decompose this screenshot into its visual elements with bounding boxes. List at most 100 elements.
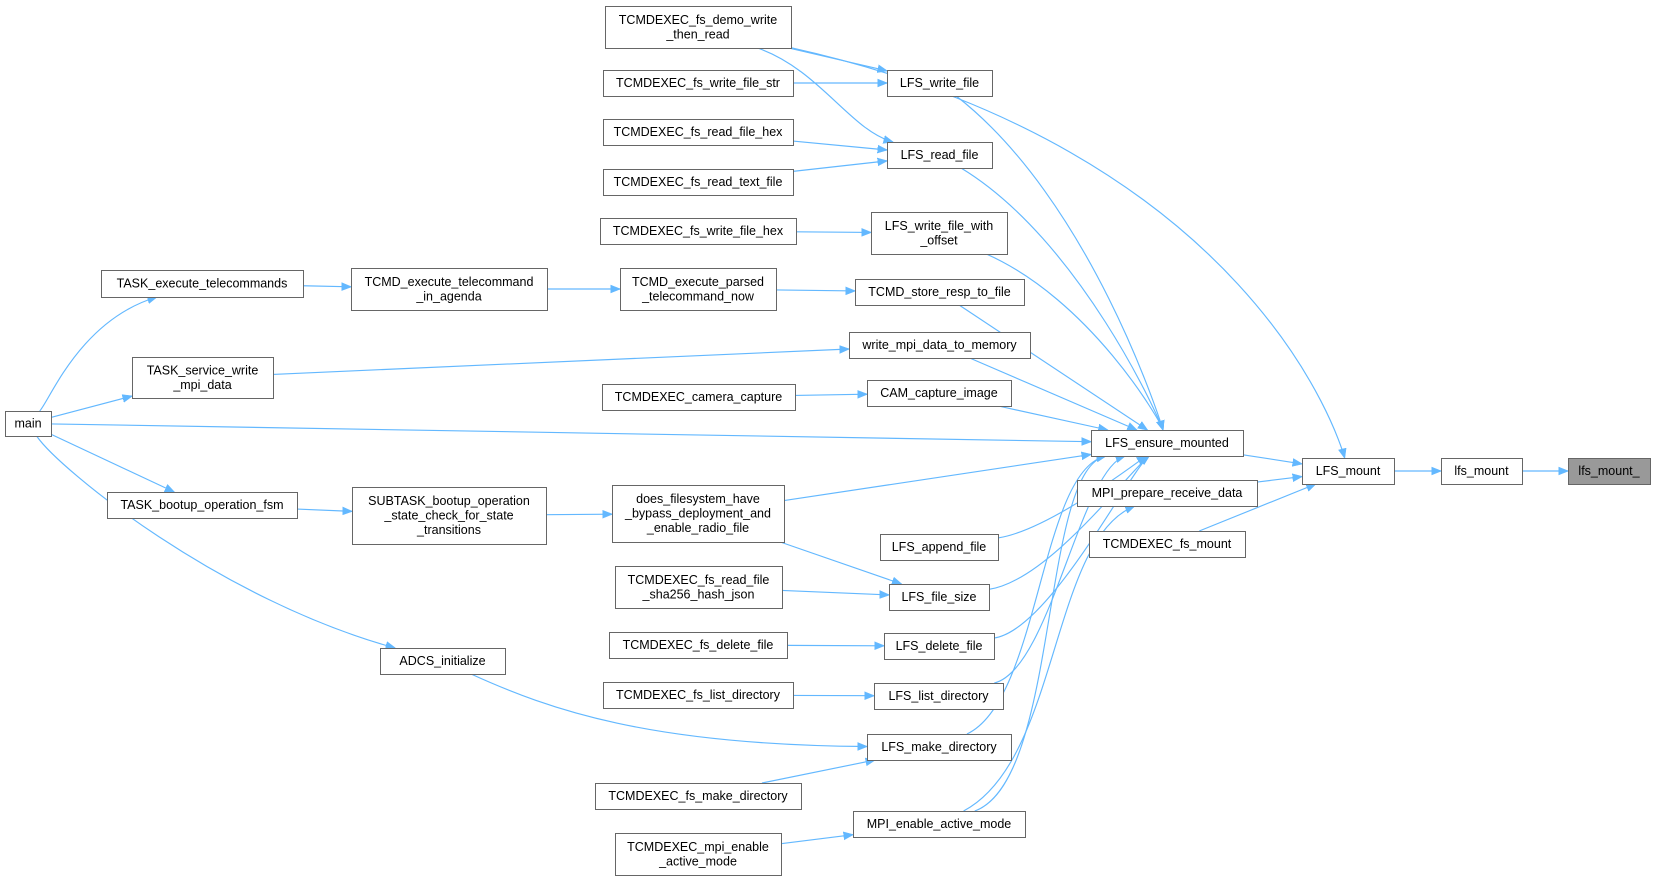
node-lfs-write-file-with-offset[interactable]: LFS_write_file_with_offset — [871, 212, 1008, 255]
node-tcmd-execute-parsed-telecommand-now-label-line-1: TCMD_execute_parsed — [632, 275, 764, 289]
node-tcmdexec-fs-list-directory-box[interactable] — [603, 682, 794, 709]
node-does-filesystem-have-bypass-deployment-label-line-2: _bypass_deployment_and — [624, 507, 771, 521]
node-tcmd-store-resp-to-file-box[interactable] — [855, 279, 1025, 306]
node-lfs-mount-root[interactable]: lfs_mount_ — [1568, 458, 1651, 485]
node-mpi-enable-active-mode[interactable]: MPI_enable_active_mode — [853, 811, 1026, 838]
node-lfs-read-file[interactable]: LFS_read_file — [887, 142, 993, 169]
node-lfs-ensure-mounted-box[interactable] — [1091, 430, 1244, 457]
node-lfs-make-directory[interactable]: LFS_make_directory — [867, 734, 1012, 761]
node-lfs-delete-file-label-line-1: LFS_delete_file — [896, 639, 983, 653]
node-main-label-line-1: main — [14, 417, 41, 431]
node-tcmd-execute-parsed-telecommand-now[interactable]: TCMD_execute_parsed_telecommand_now — [620, 268, 777, 311]
node-tcmdexec-fs-read-text-file-box[interactable] — [603, 169, 794, 196]
node-task-service-write-mpi-data-box[interactable] — [132, 357, 274, 399]
node-tcmdexec-fs-mount[interactable]: TCMDEXEC_fs_mount — [1089, 531, 1246, 558]
node-tcmdexec-fs-list-directory[interactable]: TCMDEXEC_fs_list_directory — [603, 682, 794, 709]
node-subtask-bootup-operation-state-check[interactable]: SUBTASK_bootup_operation_state_check_for… — [352, 487, 547, 545]
node-task-service-write-mpi-data-label-line-2: _mpi_data — [172, 378, 231, 392]
node-lfs-ensure-mounted[interactable]: LFS_ensure_mounted — [1091, 430, 1244, 457]
node-tcmd-execute-telecommand-in-agenda[interactable]: TCMD_execute_telecommand_in_agenda — [351, 268, 548, 311]
node-tcmd-store-resp-to-file-label-line-1: TCMD_store_resp_to_file — [868, 285, 1010, 299]
node-lfs-write-file-with-offset-box[interactable] — [871, 212, 1008, 255]
node-task-service-write-mpi-data[interactable]: TASK_service_write_mpi_data — [132, 357, 274, 399]
node-tcmdexec-fs-mount-box[interactable] — [1089, 531, 1246, 558]
node-lfs-write-file-box[interactable] — [887, 70, 993, 97]
node-tcmdexec-fs-read-file-hex-label-line-1: TCMDEXEC_fs_read_file_hex — [614, 125, 784, 139]
node-lfs-read-file-box[interactable] — [887, 142, 993, 169]
node-adcs-initialize[interactable]: ADCS_initialize — [380, 648, 506, 675]
function-nodes: main TASK_execute_telecommandsTASK_servic… — [5, 6, 1651, 876]
node-does-filesystem-have-bypass-deployment-box[interactable] — [612, 485, 785, 543]
node-tcmdexec-fs-make-directory-box[interactable] — [595, 783, 802, 810]
node-write-mpi-data-to-memory[interactable]: write_mpi_data_to_memory — [849, 332, 1031, 359]
node-tcmdexec-fs-demo-write-then-read[interactable]: TCMDEXEC_fs_demo_write_then_read — [605, 6, 792, 49]
node-tcmdexec-camera-capture[interactable]: TCMDEXEC_camera_capture — [602, 384, 796, 411]
node-write-mpi-data-to-memory-box[interactable] — [849, 332, 1031, 359]
node-lfs-append-file-box[interactable] — [880, 534, 999, 561]
edge-bypass-to-fsize — [780, 541, 901, 584]
node-task-bootup-operation-fsm-box[interactable] — [107, 492, 298, 519]
node-lfs-delete-file[interactable]: LFS_delete_file — [884, 633, 995, 660]
node-lfs-delete-file-box[interactable] — [884, 633, 995, 660]
node-mpi-prepare-receive-data-box[interactable] — [1077, 480, 1258, 507]
node-main-box[interactable] — [5, 411, 52, 437]
node-tcmdexec-fs-read-file-sha256-hash-json-box[interactable] — [615, 566, 783, 609]
node-tcmd-execute-parsed-telecommand-now-label-line-2: _telecommand_now — [641, 289, 755, 303]
node-does-filesystem-have-bypass-deployment-label-line-3: _enable_radio_file — [646, 521, 749, 535]
edge-lmkdir-to-ensure — [966, 456, 1106, 735]
node-main[interactable]: main — [5, 411, 52, 437]
edge-main-to-adcs — [36, 435, 395, 648]
node-lfs-file-size-label-line-1: LFS_file_size — [901, 590, 976, 604]
node-tcmdexec-fs-read-text-file[interactable]: TCMDEXEC_fs_read_text_file — [603, 169, 794, 196]
node-mpi-enable-active-mode-label-line-1: MPI_enable_active_mode — [867, 817, 1012, 831]
node-mpi-prepare-receive-data[interactable]: MPI_prepare_receive_data — [1077, 480, 1258, 507]
node-subtask-bootup-operation-state-check-box[interactable] — [352, 487, 547, 545]
node-lfs-list-directory[interactable]: LFS_list_directory — [874, 683, 1004, 710]
node-tcmdexec-fs-write-file-hex-box[interactable] — [600, 218, 797, 245]
node-lfs-mount[interactable]: lfs_mount — [1441, 458, 1523, 485]
node-task-service-write-mpi-data-label-line-1: TASK_service_write — [147, 363, 259, 377]
node-cam-capture-image-box[interactable] — [867, 380, 1012, 407]
node-adcs-initialize-box[interactable] — [380, 648, 506, 675]
node-tcmd-execute-telecommand-in-agenda-box[interactable] — [351, 268, 548, 311]
node-tcmdexec-mpi-enable-active-mode-box[interactable] — [615, 833, 782, 876]
node-tcmdexec-fs-write-file-str-box[interactable] — [603, 70, 794, 97]
node-does-filesystem-have-bypass-deployment[interactable]: does_filesystem_have_bypass_deployment_a… — [612, 485, 785, 543]
node-task-execute-telecommands-box[interactable] — [101, 270, 304, 298]
node-tcmdexec-fs-delete-file[interactable]: TCMDEXEC_fs_delete_file — [609, 632, 788, 659]
node-tcmdexec-fs-read-file-sha256-hash-json[interactable]: TCMDEXEC_fs_read_file_sha256_hash_json — [615, 566, 783, 609]
node-lfs-file-size[interactable]: LFS_file_size — [889, 584, 990, 611]
node-cam-capture-image-label-line-1: CAM_capture_image — [880, 386, 997, 400]
node-tcmdexec-fs-demo-write-then-read-box[interactable] — [605, 6, 792, 49]
node-tcmdexec-fs-read-file-hex-box[interactable] — [603, 119, 794, 146]
node-task-bootup-operation-fsm[interactable]: TASK_bootup_operation_fsm — [107, 492, 298, 519]
node-lfs-mount-wrapper-label-line-1: LFS_mount — [1316, 464, 1381, 478]
node-lfs-file-size-box[interactable] — [889, 584, 990, 611]
node-adcs-initialize-label-line-1: ADCS_initialize — [399, 654, 485, 668]
node-tcmd-execute-parsed-telecommand-now-box[interactable] — [620, 268, 777, 311]
node-tcmdexec-fs-write-file-hex[interactable]: TCMDEXEC_fs_write_file_hex — [600, 218, 797, 245]
node-tcmdexec-fs-read-file-hex[interactable]: TCMDEXEC_fs_read_file_hex — [603, 119, 794, 146]
node-lfs-mount-wrapper[interactable]: LFS_mount — [1302, 458, 1395, 485]
node-lfs-append-file[interactable]: LFS_append_file — [880, 534, 999, 561]
node-tcmdexec-fs-delete-file-box[interactable] — [609, 632, 788, 659]
node-lfs-mount-box[interactable] — [1441, 458, 1523, 485]
node-tcmdexec-mpi-enable-active-mode[interactable]: TCMDEXEC_mpi_enable_active_mode — [615, 833, 782, 876]
node-lfs-mount-root-box[interactable] — [1568, 458, 1651, 485]
node-lfs-list-directory-box[interactable] — [874, 683, 1004, 710]
node-task-execute-telecommands[interactable]: TASK_execute_telecommands — [101, 270, 304, 298]
node-tcmdexec-fs-write-file-str[interactable]: TCMDEXEC_fs_write_file_str — [603, 70, 794, 97]
edge-camcap-to-cam — [794, 394, 867, 395]
edge-mpi_recv-to-lfs_mount — [1256, 477, 1302, 483]
node-tcmdexec-fs-make-directory[interactable]: TCMDEXEC_fs_make_directory — [595, 783, 802, 810]
node-tcmd-store-resp-to-file[interactable]: TCMD_store_resp_to_file — [855, 279, 1025, 306]
node-lfs-write-file[interactable]: LFS_write_file — [887, 70, 993, 97]
node-lfs-mount-wrapper-box[interactable] — [1302, 458, 1395, 485]
node-cam-capture-image[interactable]: CAM_capture_image — [867, 380, 1012, 407]
edge-mpi_en-to-mpi_act — [780, 835, 853, 845]
node-tcmdexec-camera-capture-box[interactable] — [602, 384, 796, 411]
node-mpi-enable-active-mode-box[interactable] — [853, 811, 1026, 838]
node-lfs-read-file-label-line-1: LFS_read_file — [901, 148, 979, 162]
node-lfs-make-directory-box[interactable] — [867, 734, 1012, 761]
